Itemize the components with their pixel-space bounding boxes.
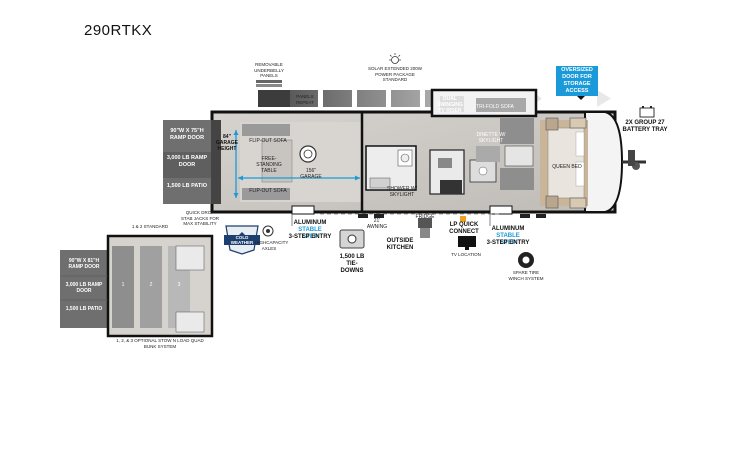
kitchen: [429, 149, 497, 195]
fridge-label: FRIDGE: [415, 214, 435, 220]
rear-ramp-boxes: [163, 120, 221, 204]
inset-patio-label: 1,500 LB PATIO: [65, 306, 103, 312]
tie-down-icon: [339, 229, 365, 249]
three-step-label-1: 3-STEP ENTRY: [288, 234, 332, 240]
solar-icon: [389, 53, 401, 64]
aluminum-label-1: ALUMINUM: [293, 220, 327, 226]
garage-height-label: 84" GARAGE HEIGHT: [216, 134, 238, 152]
inset-bunk-1-label: 1: [121, 282, 125, 288]
axles-icon: [262, 225, 274, 237]
shower-label: SHOWER W/ SKYLIGHT: [387, 186, 417, 198]
dual-swinging-tv-label: DUAL SWINGING TV RISER: [437, 96, 463, 114]
spare-tire-icon: [518, 252, 534, 268]
ramp-rating-label: 3,000 LB RAMP DOOR: [166, 155, 208, 168]
stable-step-label-2: STABLE STEP: [496, 233, 520, 246]
inset-bunk-2-label: 2: [149, 282, 153, 288]
aluminum-label-2: ALUMINUM: [491, 226, 525, 232]
oversized-door-label: OVERSIZED DOOR FOR STORAGE ACCESS: [556, 66, 598, 96]
tv-location-icon: [458, 236, 476, 250]
ramp-door-label: 90"W x 75"H RAMP DOOR: [169, 128, 205, 141]
highcapacity-label: HIGHCAPACITY AXLES: [255, 240, 289, 251]
tie-downs-label: 1,500 LB TIE-DOWNS: [339, 254, 365, 274]
flip-out-sofa-bottom-label: FLIP-OUT SOFA: [249, 188, 287, 194]
flip-out-sofa-top-label: FLIP-OUT SOFA: [249, 138, 287, 144]
inset-top-label: 1 & 2 STANDARD: [131, 224, 169, 229]
spare-tire-label: SPARE TIRE WINCH SYSTEM: [508, 270, 544, 281]
tri-fold-sofa-label: TRI-FOLD SOFA: [476, 104, 514, 110]
dinette-label: DINETTE W/ SKYLIGHT: [476, 132, 506, 144]
tire-logo-icon: [299, 145, 317, 163]
lp-quick-connect-label: LP QUICK CONNECT: [449, 222, 479, 235]
slide-out-top: [430, 88, 538, 118]
inset-floorplan: [60, 234, 214, 338]
quick-drop-label: QUICK DROP STAB JACKS FOR MAX STABILITY: [181, 210, 219, 226]
garage-area: [240, 112, 364, 212]
lp-icon: [460, 216, 466, 222]
garage-length-label: 156" GARAGE: [300, 168, 322, 180]
three-step-label-2: 3-STEP ENTRY: [486, 240, 530, 246]
model-title: 290RTKX: [84, 22, 153, 39]
inset-ramp-rating-label: 3,000 LB RAMP DOOR: [65, 282, 103, 294]
inset-ramp-door-label: 90"W x 81"H RAMP DOOR: [68, 258, 100, 270]
patio-label: 1,500 LB PATIO: [166, 183, 208, 189]
free-standing-table-label: FREE-STANDING TABLE: [256, 156, 282, 174]
bathroom: [365, 145, 417, 191]
tv-location-label: TV LOCATION: [451, 252, 481, 257]
battery-icon: [639, 106, 655, 118]
removable-panels-label: REMOVABLE UNDERBELLY PANELS: [254, 62, 284, 78]
queen-bed-label: QUEEN BED: [552, 164, 582, 170]
removable-panels-icon: [256, 80, 282, 87]
inset-bunk-3-label: 3: [177, 282, 181, 288]
battery-label: 2X GROUP 27 BATTERY TRAY: [622, 120, 668, 133]
solar-label: SOLAR EXTENDED 200W POWER PACKAGE STANDA…: [368, 66, 423, 82]
cold-weather-label: COLD WEATHER: [224, 235, 260, 245]
hitch: [622, 150, 646, 170]
axle-tires: [358, 214, 546, 218]
outside-kitchen-label: OUTSIDE KITCHEN: [386, 238, 414, 251]
inset-bottom-label: 1, 2, & 3 OPTIONAL STOW N LOAD QUAD BUNK…: [116, 338, 204, 349]
entry-doors: [291, 205, 513, 226]
awning-label: 21' AWNING: [366, 218, 388, 230]
measurement-arrows: [233, 130, 360, 198]
stable-step-label-1: STABLE STEP: [298, 227, 322, 240]
outside-kitchen-icon: [418, 218, 432, 238]
panels-repeat-label: PANELS REPEAT: [296, 94, 314, 105]
dinette: [476, 118, 534, 190]
